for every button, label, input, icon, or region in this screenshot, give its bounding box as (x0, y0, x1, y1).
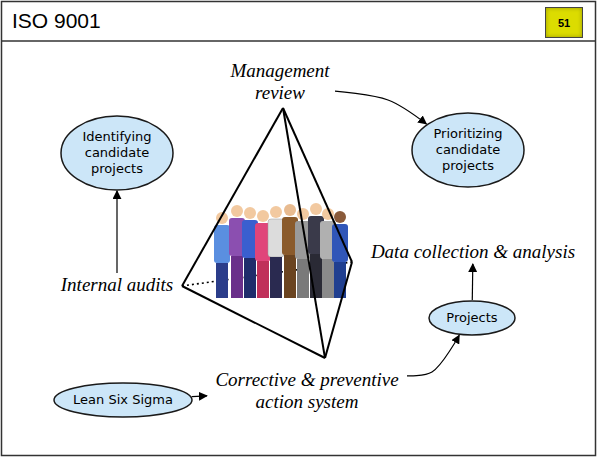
process-ellipse: Prioritizing candidate projects (411, 112, 525, 188)
ellipse-shape (54, 383, 192, 417)
ellipse-shape (429, 301, 515, 335)
person-head (257, 210, 269, 222)
flow-arrow (407, 335, 459, 376)
pyramid-edge (325, 262, 352, 358)
node-text-holder: Projects (428, 300, 516, 336)
pyramid-vertex-label: Data collection & analysis (358, 240, 588, 264)
slide-title: ISO 9001 (12, 9, 101, 33)
pyramid-edge (182, 108, 283, 286)
person-head (270, 206, 282, 218)
node-text-holder: Lean Six Sigma (53, 382, 193, 418)
person-body (214, 225, 230, 263)
header-rule (2, 40, 595, 42)
person-legs (244, 258, 256, 298)
process-ellipse: Identifying candidate projects (60, 115, 174, 191)
page-number-box: 51 (545, 7, 583, 38)
node-text-holder: Prioritizing candidate projects (411, 112, 525, 188)
node-text-holder: Internal audits (52, 273, 182, 297)
person (268, 206, 284, 298)
person-legs (216, 263, 228, 298)
pyramid-edge (182, 286, 325, 358)
node-text-holder: Management review (225, 60, 335, 104)
person-head (310, 203, 322, 215)
pyramid-vertex-label: Corrective & preventive action system (207, 368, 407, 414)
people-clipart (214, 203, 348, 298)
person-body (332, 224, 348, 262)
person-body (268, 219, 284, 257)
person-legs (257, 261, 269, 298)
pyramid (182, 108, 352, 358)
process-ellipse: Lean Six Sigma (53, 382, 193, 418)
person-legs (231, 256, 243, 298)
node-text: Management review (225, 60, 335, 104)
node-text: 51 (558, 17, 570, 29)
node-text: Corrective & preventive action system (207, 369, 407, 413)
node-text: Data collection & analysis (371, 241, 575, 263)
pyramid-edge (283, 108, 325, 358)
person-head (334, 211, 346, 223)
ellipse-shape (61, 116, 173, 190)
node-text: Identifying candidate projects (73, 129, 161, 177)
process-ellipse: Projects (428, 300, 516, 336)
flow-arrow (192, 395, 207, 397)
flow-arrow (472, 264, 474, 300)
flow-arrow (335, 91, 426, 124)
person-legs (270, 257, 282, 298)
pyramid-edge (283, 108, 352, 262)
person-head (231, 205, 243, 217)
person-head (297, 208, 309, 220)
node-text: Prioritizing candidate projects (424, 126, 512, 174)
node-text-holder: Identifying candidate projects (60, 115, 174, 191)
node-text-holder: 51 (546, 8, 582, 37)
node-text-holder: Data collection & analysis (358, 240, 588, 264)
person-legs (284, 255, 296, 298)
flow-arrow (116, 191, 117, 273)
person-legs (297, 259, 309, 298)
pyramid-vertex-label: Internal audits (52, 273, 182, 297)
person-head (284, 204, 296, 216)
node-text-holder: Corrective & preventive action system (207, 368, 407, 414)
person-legs (322, 259, 334, 298)
ellipse-shape (412, 113, 524, 187)
pyramid-vertex-label: Management review (225, 60, 335, 104)
node-text: Lean Six Sigma (73, 392, 173, 408)
person-head (244, 207, 256, 219)
node-text: Internal audits (61, 274, 173, 296)
node-text: Projects (446, 310, 497, 326)
